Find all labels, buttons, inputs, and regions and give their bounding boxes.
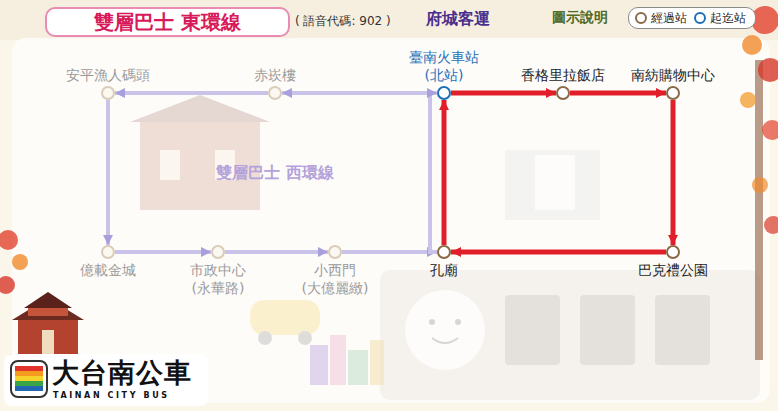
- bus-stop: 赤崁樓: [268, 86, 282, 100]
- logo-subtext: TAINAN CITY BUS: [53, 391, 170, 400]
- route-segment: [671, 100, 676, 245]
- bus-stop: 小西門 (大億麗緻): [328, 245, 342, 259]
- bus-stop: 香格里拉飯店: [556, 86, 570, 100]
- terminal-station: 臺南火車站 (北站): [437, 86, 451, 100]
- stop-name: 巴克禮公園: [638, 262, 708, 280]
- legend-swatch: [694, 12, 706, 24]
- bus-stop: 市政中心 (永華路): [211, 245, 225, 259]
- bus-stop: 孔廟: [437, 245, 451, 259]
- route-segment: [106, 100, 110, 245]
- direction-arrow: [546, 88, 556, 98]
- direction-arrow: [318, 247, 328, 257]
- stop-name: 市政中心 (永華路): [190, 262, 246, 297]
- title-box: 雙層巴士 東環線: [45, 7, 290, 37]
- direction-arrow: [282, 88, 292, 98]
- route-segment: [115, 91, 268, 95]
- legend-text: 起迄站: [710, 10, 746, 27]
- direction-arrow: [451, 247, 461, 257]
- route-segment: [282, 91, 437, 95]
- voice-code: ( 語音代碼: 902 ): [295, 13, 391, 30]
- stop-name: 億載金城: [80, 262, 136, 280]
- bus-stop: 億載金城: [101, 245, 115, 259]
- direction-arrow: [201, 247, 211, 257]
- stop-name: 小西門 (大億麗緻): [302, 262, 369, 297]
- stop-name: 赤崁樓: [254, 67, 296, 85]
- stop-name: 安平漁人碼頭: [66, 67, 150, 85]
- bus-stop: 巴克禮公園: [666, 245, 680, 259]
- stop-name: 南紡購物中心: [631, 67, 715, 85]
- bus-stop: 安平漁人碼頭: [101, 86, 115, 100]
- direction-arrow: [668, 235, 678, 245]
- route-segment: [342, 250, 437, 254]
- route-segment: [430, 93, 437, 252]
- direction-arrow: [427, 88, 437, 98]
- operator-name: 府城客運: [426, 9, 490, 30]
- logo-text: 大台南公車: [52, 355, 192, 391]
- route-segment: [115, 250, 211, 254]
- direction-arrow: [656, 88, 666, 98]
- route-segment: [570, 91, 666, 96]
- route-segment: [451, 91, 556, 96]
- stop-name: 香格里拉飯店: [521, 67, 605, 85]
- legend-box: 經過站 起迄站: [628, 7, 756, 29]
- route-name: 雙層巴士 西環線: [216, 163, 334, 184]
- route-segment: [451, 250, 666, 255]
- legend-heading: 圖示說明: [552, 9, 608, 27]
- stop-name: 臺南火車站 (北站): [409, 49, 479, 84]
- legend-swatch: [635, 12, 647, 24]
- stop-name: 孔廟: [430, 262, 458, 280]
- bus-stop: 南紡購物中心: [666, 86, 680, 100]
- direction-arrow: [439, 100, 449, 110]
- direction-arrow: [115, 88, 125, 98]
- route-segment: [225, 250, 328, 254]
- title-text: 雙層巴士 東環線: [94, 10, 241, 34]
- legend-text: 經過站: [651, 10, 687, 27]
- route-segment: [442, 100, 447, 245]
- direction-arrow: [103, 235, 113, 245]
